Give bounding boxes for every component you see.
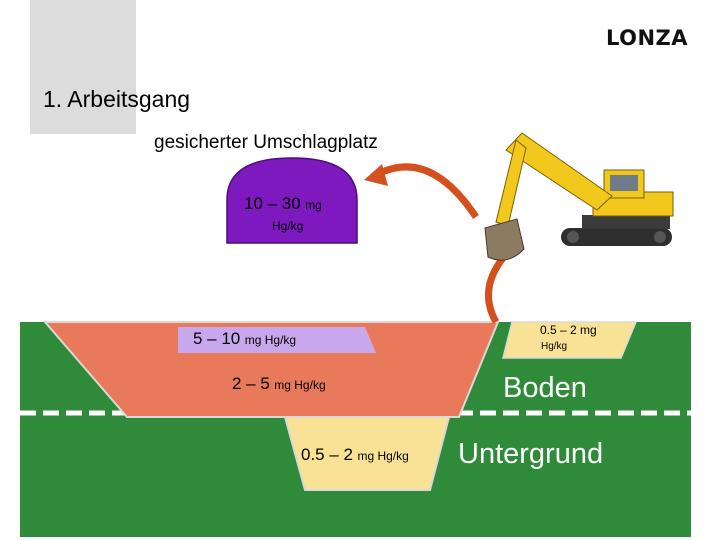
pile-concentration-label: 10 – 30 mg <box>244 194 322 213</box>
contaminated-pile <box>226 157 358 244</box>
gray-corner-block <box>30 0 136 134</box>
storage-area-label: gesicherter Umschlagplatz <box>154 132 378 153</box>
page-title: 1. Arbeitsgang <box>43 86 191 112</box>
pile-unit-label: Hg/kg <box>272 219 304 233</box>
orange-layer <box>42 321 500 418</box>
transport-arrow-head <box>364 164 388 186</box>
middle-layer-label: 2 – 5 mg Hg/kg <box>232 374 326 393</box>
side-layer-label: 0.5 – 2 mg <box>540 323 597 337</box>
soil-label: Boden <box>503 372 587 404</box>
dig-arrow <box>484 255 506 324</box>
top-layer-label: 5 – 10 mg Hg/kg <box>193 329 297 348</box>
yellow-pit <box>283 416 451 491</box>
subsoil-label: Untergrund <box>458 438 604 470</box>
side-layer-unit: Hg/kg <box>541 341 568 352</box>
lonza-logo: LONZA <box>605 26 688 50</box>
purple-layer <box>178 327 376 353</box>
transport-arrow <box>376 163 479 219</box>
yellow-side-layer <box>502 321 638 359</box>
excavator-icon <box>484 132 674 261</box>
bottom-layer-label: 0.5 – 2 mg Hg/kg <box>301 445 409 464</box>
